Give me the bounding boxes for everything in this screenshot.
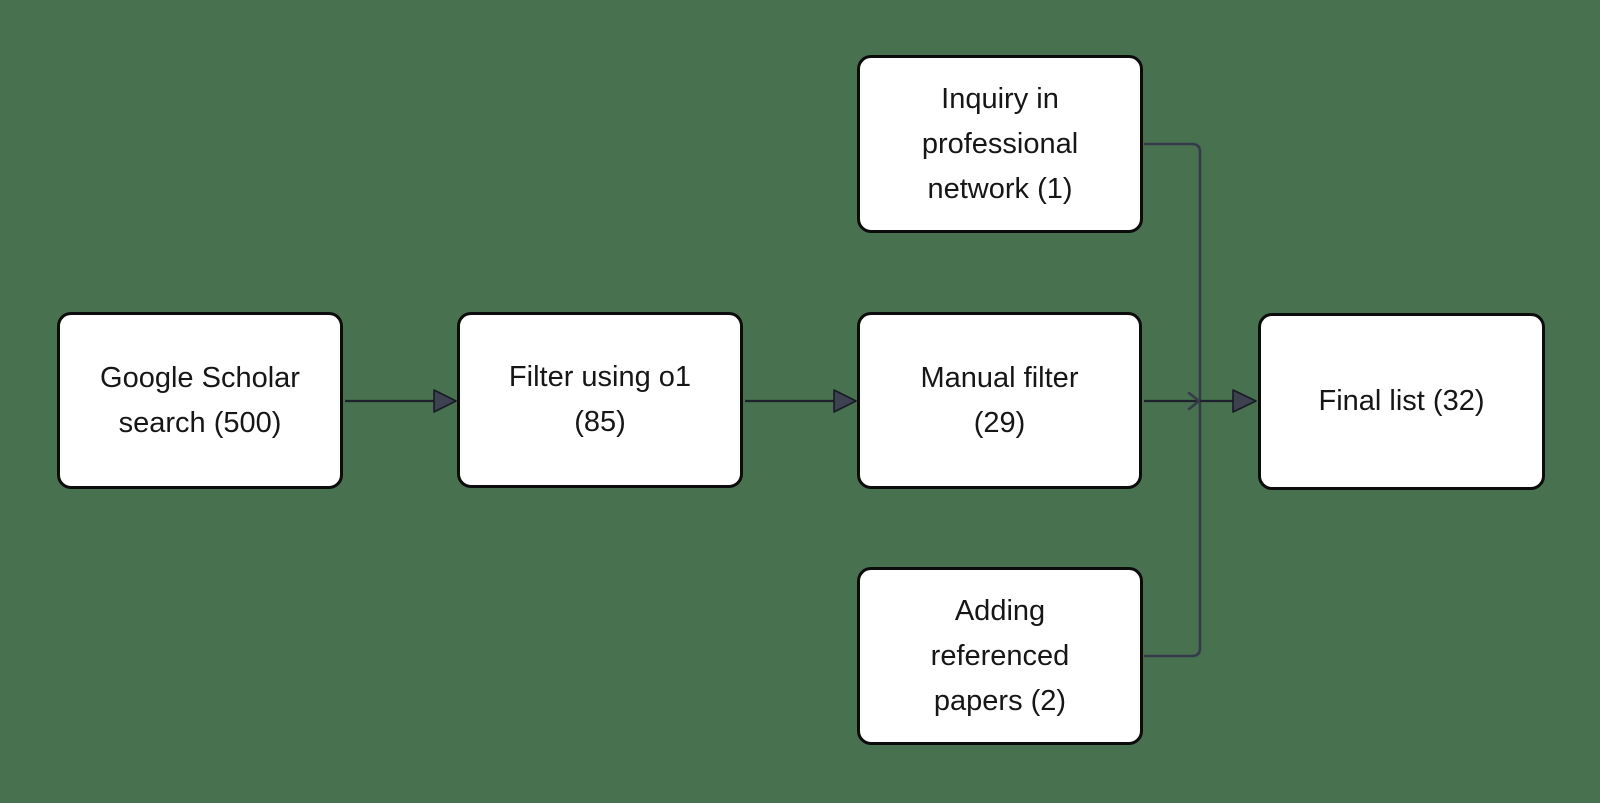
node-label-line: referenced	[930, 639, 1070, 672]
node-label-line: search (500)	[118, 406, 282, 439]
node-label-line: Adding	[954, 594, 1046, 627]
arrowhead-google-to-filter	[433, 389, 457, 413]
node-label-line: network (1)	[927, 172, 1073, 205]
node-label-line: Inquiry in	[941, 82, 1059, 115]
node-label-line: (85)	[574, 406, 626, 438]
elbow-side-inputs-bus	[1143, 142, 1202, 658]
junction-chevron	[1187, 391, 1201, 411]
arrowhead-filter-to-manual	[833, 389, 857, 413]
node-label-line: Filter using o1	[508, 361, 692, 393]
node-label-line: professional	[921, 127, 1079, 160]
node-final-list: Final list (32)	[1258, 313, 1545, 490]
node-google-scholar-search: Google Scholar search (500)	[57, 312, 343, 489]
node-manual-filter: Manual filter (29)	[857, 312, 1142, 489]
node-filter-using-o1: Filter using o1 (85)	[457, 312, 743, 488]
node-label-line: (29)	[973, 406, 1026, 439]
arrowhead-into-final	[1232, 389, 1257, 413]
node-label-line: Google Scholar	[100, 361, 300, 394]
node-label-line: Final list (32)	[1318, 385, 1485, 417]
node-label-line: papers (2)	[933, 684, 1067, 717]
node-inquiry-professional-network: Inquiry in professional network (1)	[857, 55, 1143, 233]
node-label-line: Manual filter	[920, 361, 1079, 394]
node-adding-referenced-papers: Adding referenced papers (2)	[857, 567, 1143, 745]
